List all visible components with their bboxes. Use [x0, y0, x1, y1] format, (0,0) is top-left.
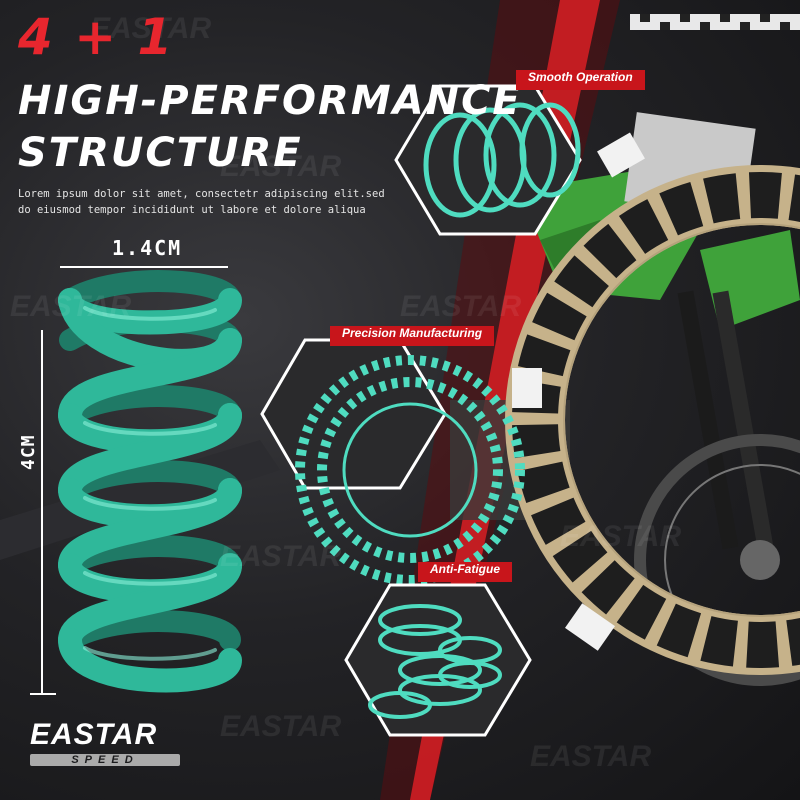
spring-coil-icon [423, 102, 581, 218]
width-dimension-label: 1.4CM [112, 236, 183, 260]
brand-subname: SPEED [30, 754, 180, 766]
headline-line-1: HIGH-PERFORMANCE [18, 78, 522, 124]
headline-number: 4 + 1 [18, 8, 175, 66]
brand-name: EASTAR [30, 718, 158, 751]
clutch-plate-illustration [505, 132, 800, 675]
feature-label-precision-manufacturing: Precision Manufacturing [330, 326, 495, 346]
feature-hex-3 [344, 583, 532, 737]
checkered-strip-shape [630, 14, 800, 30]
clutch-plate-icon [295, 355, 525, 585]
spring-stack-icon [368, 604, 502, 719]
description-line-2: do eiusmod tempor incididunt ut labore e… [18, 204, 366, 216]
headline-line-2: STRUCTURE [18, 130, 303, 176]
height-dimension-label: 4CM [18, 434, 39, 470]
coil-spring-illustration [58, 270, 242, 693]
feature-label-smooth-operation: Smooth Operation [516, 70, 645, 90]
dimension-lines [30, 266, 228, 695]
description-text: Lorem ipsum dolor sit amet, consectetr a… [18, 186, 418, 218]
brand-logo: EASTAR SPEED [30, 718, 180, 766]
feature-label-anti-fatigue: Anti-Fatigue [418, 562, 512, 582]
feature-hex-1 [394, 84, 582, 236]
feature-hex-2 [260, 338, 525, 585]
description-line-1: Lorem ipsum dolor sit amet, consectetr a… [18, 188, 385, 200]
